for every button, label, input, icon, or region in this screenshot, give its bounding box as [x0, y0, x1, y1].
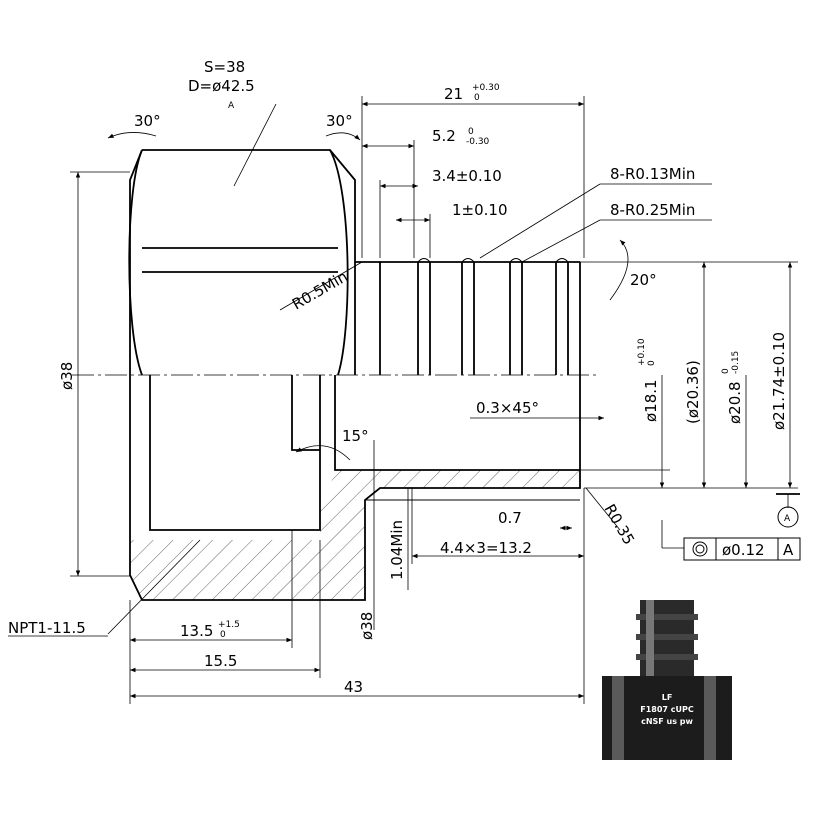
label-r035: R0.35: [601, 501, 639, 548]
label-d34: 3.4±0.10: [432, 167, 502, 185]
label-od38: ø38: [58, 362, 76, 390]
label-d155: 15.5: [204, 652, 237, 670]
dimension-labels: S=38 D=ø42.5 A 30° 30° 21 +0.30 0 5.2 0 …: [8, 58, 794, 696]
label-tol-datum: A: [783, 541, 794, 559]
label-d104: 1.04Min: [388, 520, 406, 580]
label-overall-barb-tol: +0.30: [472, 83, 500, 93]
label-d135: 13.5: [180, 622, 213, 640]
label-d135-tol-top: +1.5: [218, 620, 240, 630]
label-d135-tol-bot: 0: [220, 630, 226, 640]
label-angle20: 20°: [630, 271, 657, 289]
label-d52-tol-top: 0: [468, 127, 474, 137]
label-d44: 4.4×3=13.2: [440, 539, 532, 557]
label-d52-tol-bot: -0.30: [466, 137, 490, 147]
label-angle-right: 30°: [326, 112, 353, 130]
label-d38b: ø38: [358, 612, 376, 640]
label-datum: A: [784, 514, 791, 524]
label-angle-left: 30°: [134, 112, 161, 130]
label-r013: 8-R0.13Min: [610, 165, 695, 183]
label-d208-tol-bot: -0.15: [731, 351, 741, 374]
label-d181-tol-bot: 0: [647, 360, 657, 366]
label-d2036: (ø20.36): [684, 360, 702, 424]
nut-upper-half: [128, 149, 356, 376]
label-r05: R0.5Min: [289, 267, 351, 313]
label-r025: 8-R0.25Min: [610, 201, 695, 219]
label-d: D=ø42.5: [188, 77, 255, 95]
label-d52: 5.2: [432, 127, 456, 145]
label-d1: 1±0.10: [452, 201, 508, 219]
section-lower-half: [129, 375, 581, 601]
dimension-lines: [8, 96, 800, 704]
label-d181-tol-top: +0.10: [637, 338, 647, 366]
label-d208: ø20.8: [726, 381, 744, 424]
barb-upper-half: [355, 258, 581, 375]
label-overall-barb-tol2: 0: [474, 93, 480, 103]
label-npt: NPT1-11.5: [8, 619, 86, 637]
label-d43: 43: [344, 678, 363, 696]
datum-circle: [777, 506, 799, 528]
photo-line1: LF: [662, 693, 673, 702]
label-overall-barb-len: 21: [444, 85, 463, 103]
label-s: S=38: [204, 58, 245, 76]
feature-control-frame: [683, 537, 801, 561]
label-d181: ø18.1: [642, 379, 660, 422]
label-d208-tol-top: 0: [721, 368, 731, 374]
label-d07: 0.7: [498, 509, 522, 527]
label-angle15: 15°: [342, 427, 369, 445]
product-photo: LF F1807 cUPC cNSF us pw: [602, 600, 732, 760]
label-tol-value: ø0.12: [722, 541, 765, 559]
label-flat-tag: A: [228, 101, 235, 111]
photo-line3: cNSF us pw: [641, 717, 693, 726]
label-chamfer: 0.3×45°: [476, 399, 539, 417]
photo-line2: F1807 cUPC: [640, 705, 694, 714]
label-d2174: ø21.74±0.10: [770, 332, 788, 430]
